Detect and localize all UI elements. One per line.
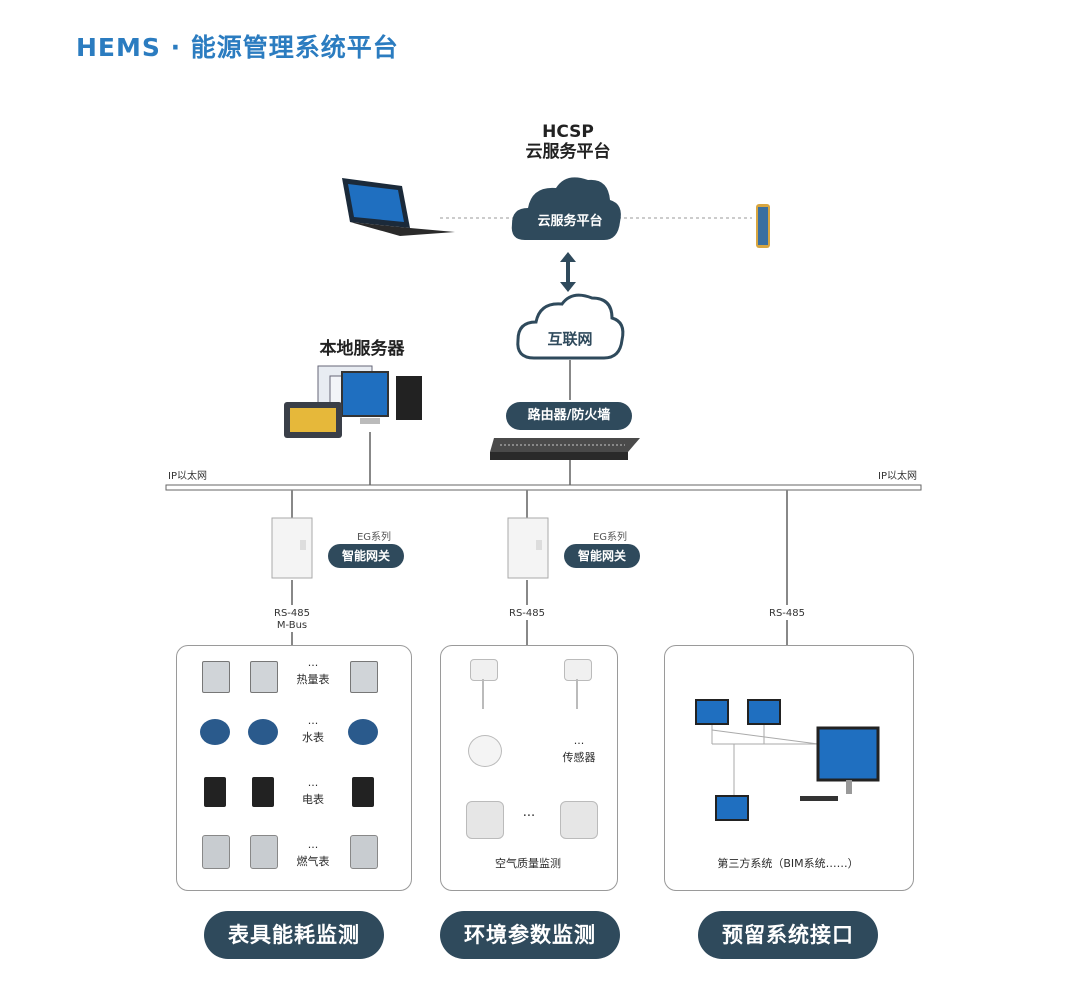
ellipsis: ···: [307, 779, 319, 792]
cloud-label: 云服务平台: [537, 214, 603, 229]
ellipsis: ···: [522, 809, 536, 824]
gas-meter-icon: [202, 835, 230, 869]
gas-meter-icon: [350, 835, 378, 869]
heat-meter-icon: [350, 661, 378, 693]
all-in-one-pc-icon: [800, 726, 880, 801]
sensor-label-group: ··· 传感器: [544, 737, 614, 765]
ip-ethernet-bus: [165, 484, 922, 491]
meters-caption: 表具能耗监测: [204, 911, 384, 959]
arrow-up-head: [560, 252, 576, 262]
env-panel: [440, 645, 618, 891]
arrow-down-head: [560, 282, 576, 292]
electric-meter-label: 电表: [302, 793, 324, 806]
local-server-icon: [284, 365, 422, 438]
monitor-icon: [747, 699, 781, 725]
gateway-protocol-1: RS-485 M-Bus: [262, 608, 322, 632]
ellipsis: ···: [307, 841, 319, 854]
sensor-icon: [468, 735, 502, 767]
sensor-label: 传感器: [562, 751, 596, 764]
cloud-platform-header: HCSP 云服务平台: [508, 122, 628, 162]
ellipsis: ···: [307, 659, 319, 672]
gateway-series-2: EG系列: [592, 532, 628, 543]
laptop-icon: [342, 178, 455, 236]
meters-panel-content: ··· 热量表 ··· 水表 ··· 电表 ··· 燃气表: [176, 645, 410, 889]
env-caption: 环境参数监测: [440, 911, 620, 959]
air-quality-icon: [466, 801, 504, 839]
heat-meter-icon: [250, 661, 278, 693]
water-meter-label: 水表: [302, 731, 324, 744]
heat-meter-label: 热量表: [296, 673, 330, 686]
electric-meter-icon: [352, 777, 374, 807]
meter-row-label: ··· 水表: [288, 717, 338, 745]
sensor-icon: [564, 659, 592, 681]
monitor-icon: [715, 795, 749, 821]
gateway-series-1: EG系列: [356, 532, 392, 543]
cloud-header-line1: HCSP: [542, 122, 594, 142]
monitor-icon: [695, 699, 729, 725]
sensor-icon: [470, 659, 498, 681]
internet-cloud-icon: [516, 293, 625, 360]
router-label: 路由器/防火墙: [506, 402, 632, 430]
gas-meter-label: 燃气表: [296, 855, 330, 868]
electric-meter-icon: [252, 777, 274, 807]
gateway-icon-2: [507, 517, 549, 579]
gas-meter-icon: [250, 835, 278, 869]
page-title: HEMS · 能源管理系统平台: [76, 33, 399, 62]
local-server-label: 本地服务器: [319, 339, 405, 359]
sensor-probe: [576, 679, 578, 709]
water-meter-icon: [348, 719, 378, 745]
protocol-line: M-Bus: [276, 620, 308, 631]
air-quality-icon: [560, 801, 598, 839]
air-quality-label: 空气质量监测: [495, 857, 561, 870]
third-party-label: 第三方系统（BIM系统……）: [717, 857, 859, 870]
protocol-line: RS-485: [274, 608, 310, 619]
ellipsis: ···: [573, 737, 585, 750]
sensor-probe: [482, 679, 484, 709]
meter-row-label: ··· 燃气表: [288, 841, 338, 869]
heat-meter-icon: [202, 661, 230, 693]
gateway-label-1: 智能网关: [328, 544, 404, 568]
third-protocol: RS-485: [769, 608, 805, 619]
ip-label-right: IP以太网: [878, 471, 917, 482]
electric-meter-icon: [204, 777, 226, 807]
internet-label: 互联网: [547, 330, 593, 348]
gateway-icon-1: [271, 517, 313, 579]
meter-row-label: ··· 热量表: [288, 659, 338, 687]
gateway-protocol-2: RS-485: [509, 608, 545, 619]
env-panel-content: ··· 传感器 ··· 空气质量监测: [440, 645, 616, 889]
gateway-label-2: 智能网关: [564, 544, 640, 568]
water-meter-icon: [200, 719, 230, 745]
ellipsis: ···: [307, 717, 319, 730]
ip-label-left: IP以太网: [168, 471, 207, 482]
system-caption: 预留系统接口: [698, 911, 878, 959]
cloud-icon: [511, 177, 621, 240]
phone-icon: [756, 204, 770, 248]
meter-row-label: ··· 电表: [288, 779, 338, 807]
router-icon: [490, 438, 640, 460]
water-meter-icon: [248, 719, 278, 745]
cloud-header-line2: 云服务平台: [525, 142, 611, 162]
